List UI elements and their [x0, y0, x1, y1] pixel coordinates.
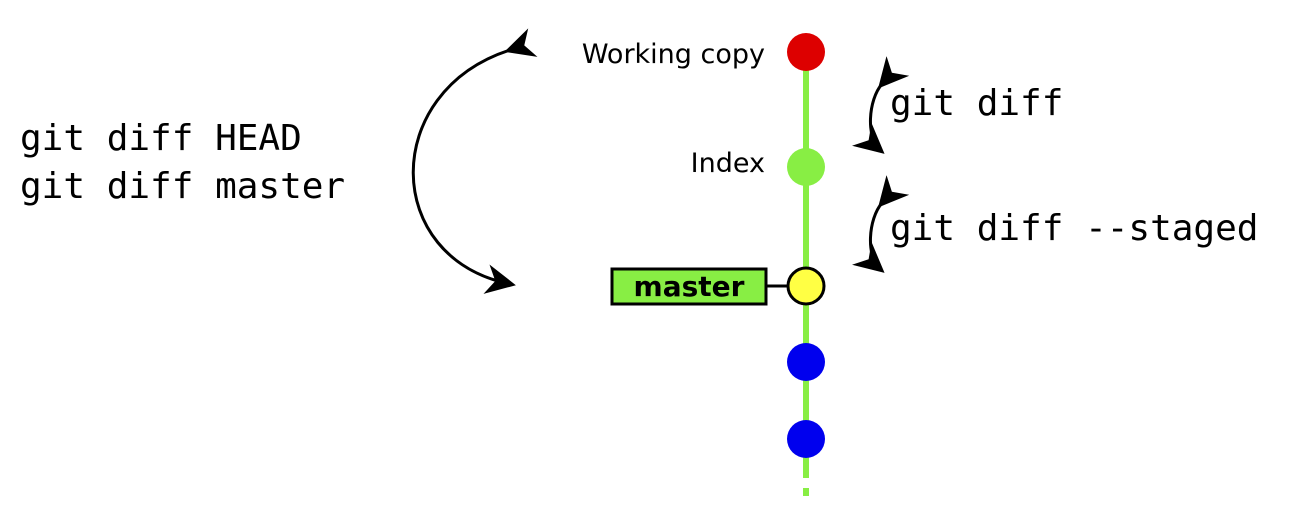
git-diff-staged-arrow: [852, 175, 910, 273]
commit-node: [787, 343, 825, 381]
git-diff-label: git diff: [890, 83, 1063, 124]
master-tag-label: master: [634, 270, 745, 303]
git-diff-head-arrow: [411, 28, 538, 294]
commit-node: [787, 420, 825, 458]
git-diff-staged-label: git diff --staged: [890, 208, 1258, 249]
master-tag: [610, 267, 768, 306]
index-node: [787, 148, 825, 186]
working-copy-label: Working copy: [582, 39, 765, 70]
git-diff-master-label: git diff master: [20, 166, 345, 207]
working-copy-node: [787, 33, 825, 71]
git-diff-head-label: git diff HEAD: [20, 118, 302, 159]
index-label: Index: [691, 148, 765, 179]
git-diff-arrow: [852, 56, 910, 154]
master-node: [786, 266, 826, 306]
